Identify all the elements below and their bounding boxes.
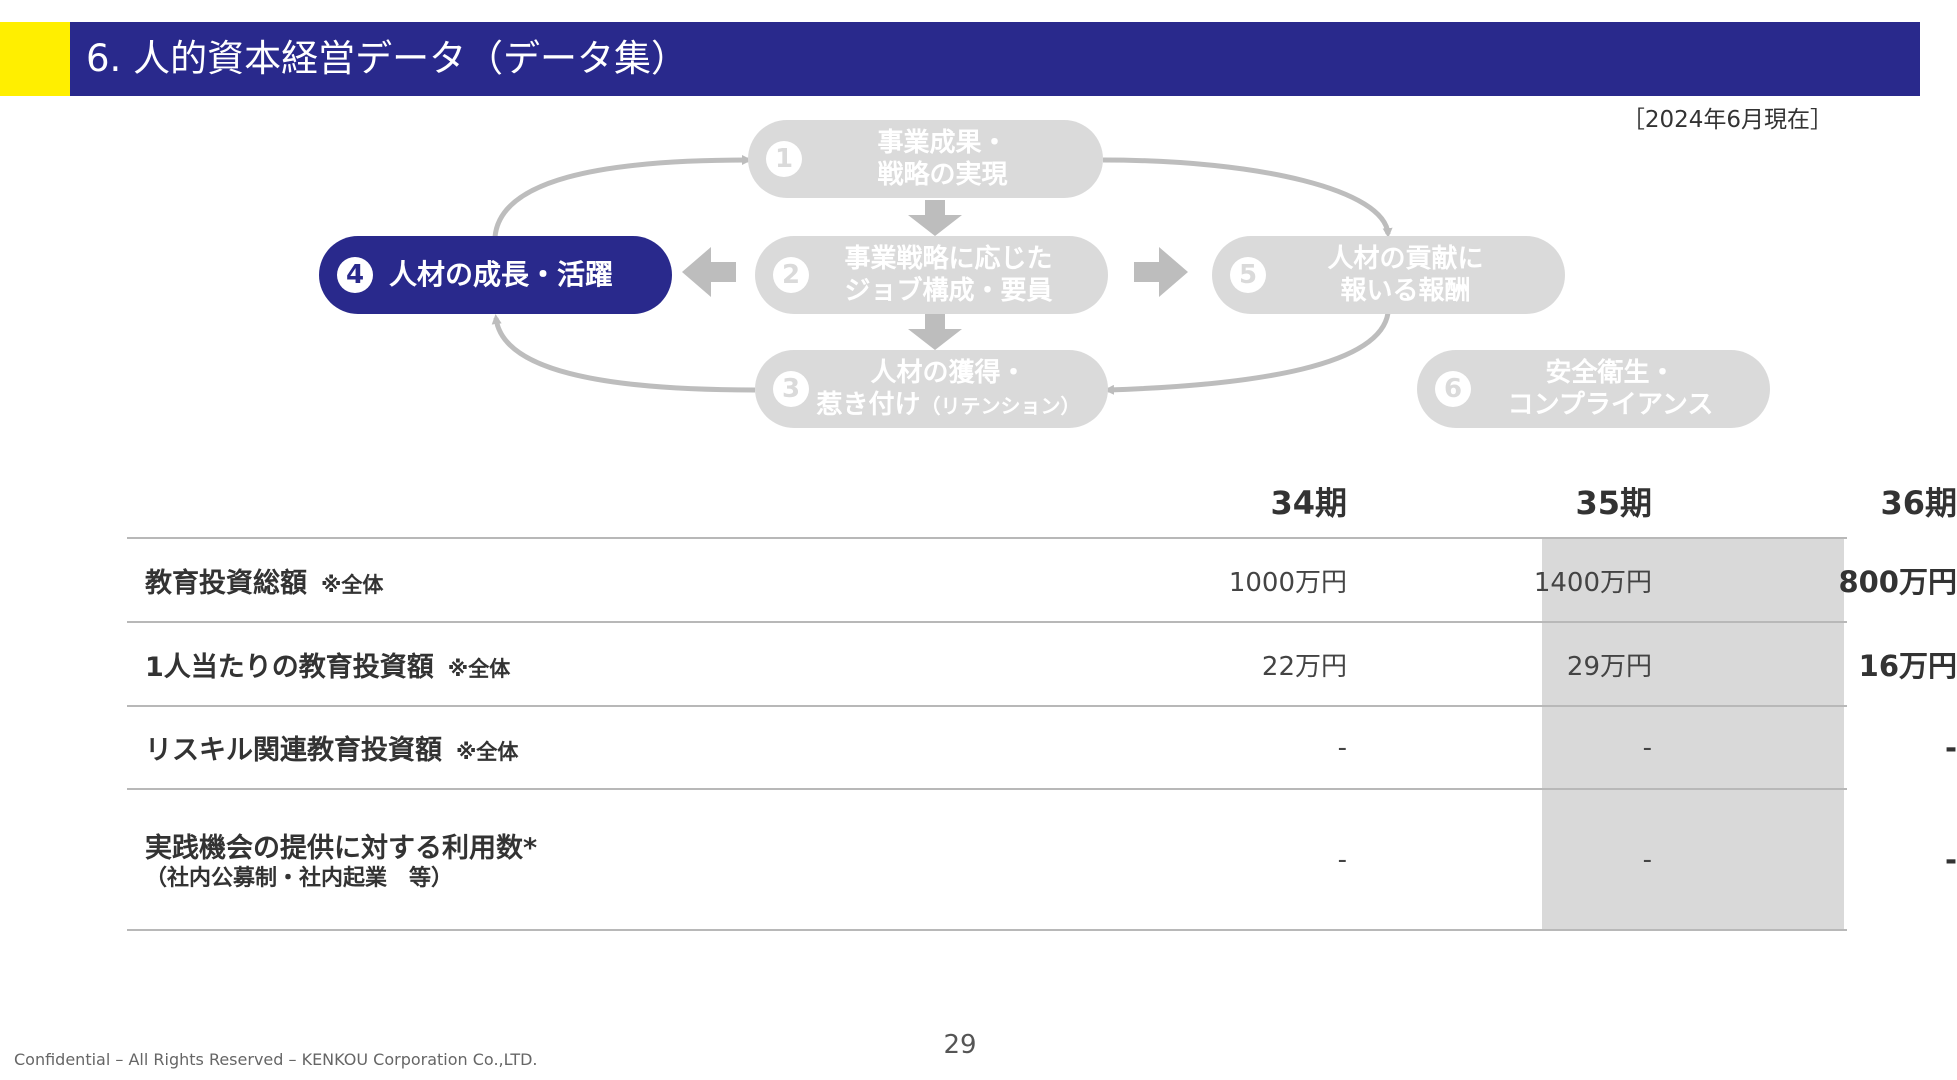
table-divider: [127, 621, 1847, 623]
arrow-5-to-3: [1104, 312, 1391, 395]
node-label-line: ジョブ構成・要員: [844, 276, 1053, 306]
header-bar: 6. 人的資本経営データ（データ集）: [0, 22, 1920, 96]
node-label-line: 惹き付け: [816, 389, 921, 420]
row-note: ※全体: [321, 572, 384, 597]
current-period-column-bg: [1542, 539, 1844, 931]
copyright-notice: Confidential – All Rights Reserved – KEN…: [14, 1050, 538, 1069]
table-divider: [127, 705, 1847, 707]
node-number: 6: [1435, 371, 1471, 407]
arrow-2-to-5: [1134, 247, 1188, 297]
node-number: 2: [773, 257, 809, 293]
node-label-line: 戦略の実現: [877, 160, 1008, 190]
arrow-1-to-2: [908, 200, 962, 236]
table-cell: 29万円: [1566, 651, 1652, 682]
node-label-line: 報いる報酬: [1340, 276, 1471, 306]
row-label: 1人当たりの教育投資額: [145, 651, 434, 683]
column-header: 36期: [1880, 484, 1957, 522]
table-cell: 22万円: [1261, 651, 1347, 682]
arrow-2-to-3: [908, 314, 962, 350]
node-label-line: 人材の獲得・: [870, 357, 1027, 388]
node-number: 1: [766, 141, 802, 177]
cycle-diagram-connectors: [491, 155, 1393, 395]
node-safety-compliance: 6 安全衛生・ コンプライアンス: [1417, 350, 1770, 428]
table-row: リスキル関連教育投資額 ※全体 - - -: [127, 707, 1957, 788]
table-cell: 1400万円: [1533, 567, 1652, 598]
table-cell: -: [1337, 732, 1347, 763]
as-of-date: ［2024年6月現在］: [1621, 107, 1833, 133]
table-cell: -: [1337, 844, 1347, 875]
node-label-line: 事業戦略に応じた: [844, 244, 1053, 274]
row-label: リスキル関連教育投資額: [145, 735, 442, 766]
column-header: 34期: [1270, 484, 1347, 522]
row-note: ※全体: [456, 740, 519, 764]
arrow-4-to-1: [492, 155, 752, 238]
row-sublabel: （社内公募制・社内起業 等）: [145, 866, 454, 891]
table-row: 1人当たりの教育投資額 ※全体 22万円 29万円 16万円: [127, 623, 1957, 705]
table-cell-current: 16万円: [1858, 649, 1957, 683]
arrow-3-to-4: [491, 314, 756, 393]
table-row: 教育投資総額 ※全体 1000万円 1400万円 800万円: [127, 539, 1957, 621]
node-talent-growth: 4 人材の成長・活躍: [319, 236, 672, 314]
node-business-results: 1 事業成果・ 戦略の実現: [748, 120, 1103, 198]
table-cell: -: [1642, 732, 1652, 763]
node-talent-acquisition: 3 人材の獲得・ 惹き付け（リテンション）: [755, 350, 1108, 428]
arrow-2-to-4: [682, 247, 736, 297]
table-cell-current: -: [1944, 730, 1957, 765]
arrow-1-to-5: [1102, 157, 1393, 238]
node-label-line: 安全衛生・: [1545, 358, 1676, 388]
node-label-line: 人材の成長・活躍: [389, 258, 614, 291]
node-label-line: 事業成果・: [877, 128, 1008, 158]
page-number: 29: [943, 1030, 977, 1060]
table-divider: [127, 788, 1847, 790]
table-divider: [127, 537, 1847, 539]
table-cell: -: [1642, 844, 1652, 875]
node-number: 3: [773, 371, 809, 407]
row-label: 教育投資総額: [145, 567, 307, 599]
column-header: 35期: [1575, 484, 1652, 522]
node-number: 5: [1230, 257, 1266, 293]
table-divider: [127, 929, 1847, 931]
node-number: 4: [337, 257, 373, 293]
node-job-structure: 2 事業戦略に応じた ジョブ構成・要員: [755, 236, 1108, 314]
header-accent: [0, 22, 70, 96]
page-title: 6. 人的資本経営データ（データ集）: [86, 37, 689, 80]
row-label: 実践機会の提供に対する利用数*: [145, 833, 538, 864]
table-cell-current: 800万円: [1838, 565, 1957, 599]
node-label-suffix: （リテンション）: [920, 393, 1081, 418]
node-compensation: 5 人材の貢献に 報いる報酬: [1212, 236, 1565, 314]
table-row: 実践機会の提供に対する利用数* （社内公募制・社内起業 等） - - -: [127, 790, 1957, 929]
table-cell: 1000万円: [1228, 567, 1347, 598]
table-cell-current: -: [1944, 842, 1957, 877]
row-note: ※全体: [447, 656, 511, 681]
node-label-line: 人材の貢献に: [1327, 244, 1484, 274]
node-label-line: コンプライアンス: [1507, 390, 1714, 420]
